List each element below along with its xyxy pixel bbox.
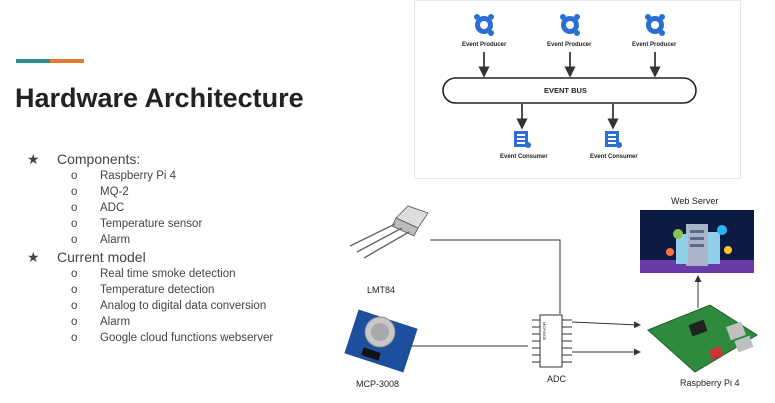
chip-text: MCP3008 [542, 322, 547, 340]
sub-bullet-icon: o [71, 316, 78, 328]
list-item: o Raspberry Pi 4 [27, 168, 347, 184]
lmt84-label: LMT84 [367, 285, 396, 295]
event-consumer-label: Event Consumer [500, 154, 548, 160]
event-consumer-label: Event Consumer [590, 154, 638, 160]
lmt84-to-adc-line [430, 239, 561, 314]
adc-chip-schematic [532, 314, 572, 368]
web-server-graphic [640, 224, 754, 273]
sub-bullet-icon: o [71, 268, 78, 280]
list-item: o Real time smoke detection [27, 266, 347, 282]
mcp-3008-label: MCP-3008 [356, 379, 400, 389]
list-item: o Analog to digital data conversion [27, 298, 347, 314]
event-bus-label: EVENT BUS [544, 86, 587, 95]
lmt84-sensor-icon [349, 205, 429, 259]
list-item-text: ADC [100, 202, 125, 214]
event-producer-label: Event Producer [547, 42, 592, 48]
event-consumer-icon [605, 131, 622, 148]
list-item-text: Real time smoke detection [100, 268, 236, 280]
bullet-current-model: ★ Current model [27, 248, 347, 266]
list-item: o Alarm [27, 314, 347, 330]
sub-bullet-icon: o [71, 218, 78, 230]
bullet-label: Components: [57, 151, 141, 167]
list-item-text: Analog to digital data conversion [100, 300, 267, 312]
sub-bullet-icon: o [71, 234, 78, 246]
list-item: o ADC [27, 200, 347, 216]
web-server-illustration [640, 210, 754, 273]
list-item: o MQ-2 [27, 184, 347, 200]
list-item-text: Raspberry Pi 4 [100, 170, 177, 182]
bullet-components: ★ Components: [27, 150, 347, 168]
event-producer-icon [560, 14, 580, 36]
sub-bullet-icon: o [71, 170, 78, 182]
bullet-label: Current model [57, 249, 146, 265]
list-item-text: Google cloud functions webserver [100, 332, 274, 344]
sub-bullet-icon: o [71, 202, 78, 214]
list-item: o Alarm [27, 232, 347, 248]
list-item-text: Alarm [100, 316, 131, 328]
event-producer-icon [474, 14, 494, 36]
list-item-text: Alarm [100, 234, 131, 246]
list-item: o Temperature sensor [27, 216, 347, 232]
sub-bullet-icon: o [71, 300, 78, 312]
sub-bullet-icon: o [71, 332, 78, 344]
raspberry-pi-label: Raspberry Pi 4 [680, 378, 740, 388]
event-consumer-icon [514, 131, 531, 148]
star-bullet-icon: ★ [27, 151, 40, 167]
adc-label: ADC [547, 374, 567, 384]
event-bus-shape [442, 77, 697, 104]
event-producer-label: Event Producer [632, 42, 677, 48]
list-item: o Temperature detection [27, 282, 347, 298]
list-item: o Google cloud functions webserver [27, 330, 347, 346]
slide-title: Hardware Architecture [15, 83, 304, 113]
adc-to-pi-arrow [571, 321, 641, 329]
sub-bullet-icon: o [71, 186, 78, 198]
accent-bar-teal [16, 59, 50, 63]
list-item-text: MQ-2 [100, 186, 129, 198]
list-item-text: Temperature detection [100, 284, 215, 296]
sub-bullet-icon: o [71, 284, 78, 296]
star-bullet-icon: ★ [27, 249, 40, 265]
event-producer-label: Event Producer [462, 42, 507, 48]
list-item-text: Temperature sensor [100, 218, 203, 230]
web-server-label: Web Server [671, 196, 719, 206]
raspberry-pi-board-icon [647, 304, 758, 373]
mq2-sensor-board-icon [344, 309, 418, 373]
accent-bar-orange [50, 59, 84, 63]
event-producer-icon [645, 14, 665, 36]
